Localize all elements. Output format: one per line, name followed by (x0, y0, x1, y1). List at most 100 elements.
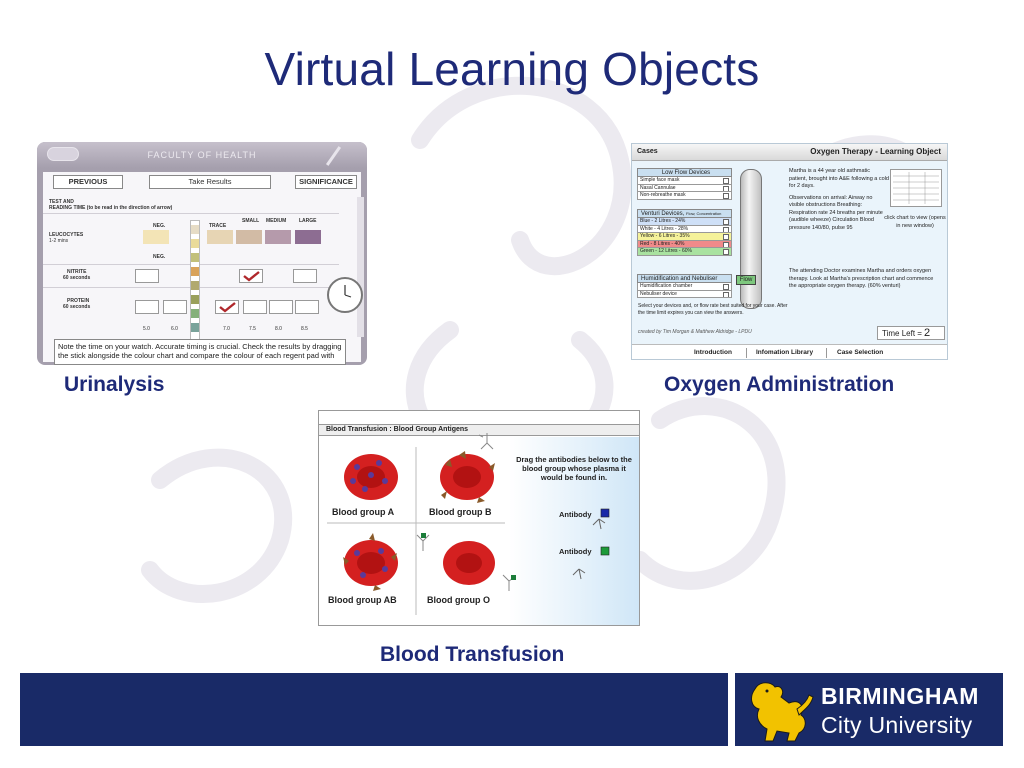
case-scenario: Martha is a 44 year old asthmatic patien… (789, 168, 889, 236)
venturi-option-white[interactable]: White - 4 Litres - 28% (637, 225, 732, 233)
protein-result-box[interactable] (269, 300, 293, 314)
venturi-title: Venturi Devices, Flow, Concentration (637, 209, 732, 218)
nav-introduction[interactable]: Introduction (694, 349, 732, 356)
label-blood-group-a: Blood group A (332, 507, 395, 517)
antibody-panel (509, 437, 639, 625)
antibody-marker-icon (421, 533, 426, 538)
reagent-pad (191, 239, 199, 248)
scrollbar[interactable] (357, 197, 364, 337)
antibody-anti-a-icon (572, 546, 610, 580)
leucocyte-swatch (143, 230, 169, 244)
antibody-anti-b-icon (592, 508, 610, 530)
level-small: SMALL (242, 218, 260, 224)
credit-text: created by Tim Morgan & Matthew Aldridge… (638, 329, 752, 335)
label-blood-group-ab: Blood group AB (328, 595, 397, 605)
leucocytes-time: 1-2 mins (49, 238, 69, 244)
blood-diagram (327, 433, 610, 615)
leucocyte-swatch (295, 230, 321, 244)
device-option[interactable]: Non-rebreathe mask (637, 192, 732, 200)
urinalysis-screenshot: FACULTY OF HEALTH PREVIOUS Take Results … (37, 142, 367, 365)
ph-value: 6.0 (171, 326, 178, 332)
antibody-label: Antibody (559, 547, 592, 556)
venturi-devices: Venturi Devices, Flow, Concentration Blu… (637, 209, 732, 256)
oxygen-nav: Introduction Infomation Library Case Sel… (632, 344, 947, 359)
time-left: Time Left =2 (877, 326, 945, 340)
time-left-label: Time Left = (882, 329, 922, 338)
ph-value: 5.0 (143, 326, 150, 332)
protein-result-box[interactable] (215, 300, 239, 314)
nav-information-library[interactable]: Infomation Library (756, 349, 814, 356)
ph-value: 7.5 (249, 326, 256, 332)
reading-time-heading: READING TIME (to be read in the directio… (49, 205, 173, 211)
reagent-pad (191, 295, 199, 304)
lion-logo-icon (751, 682, 814, 742)
urinalysis-header: FACULTY OF HEALTH (37, 142, 367, 168)
venturi-option-blue[interactable]: Blue - 2 Litres - 24% (637, 218, 732, 226)
label-blood-group-o: Blood group O (427, 595, 490, 605)
device-option[interactable]: Nebuliser device (637, 290, 732, 298)
nav-separator (826, 348, 827, 358)
nav-separator (746, 348, 747, 358)
caption-oxygen: Oxygen Administration (664, 373, 895, 396)
university-name: BIRMINGHAM (821, 683, 980, 709)
scenario-paragraph: The attending Doctor examines Martha and… (789, 268, 934, 289)
flowmeter-icon[interactable] (740, 169, 762, 309)
venturi-option-yellow[interactable]: Yellow - 6 Litres - 35% (637, 233, 732, 241)
leucocyte-swatch (265, 230, 291, 244)
venturi-option-green[interactable]: Green - 12 Litres - 60% (637, 248, 732, 256)
reagent-pad (191, 267, 199, 276)
low-flow-title: Low Flow Devices (637, 168, 732, 177)
test-heading: TEST AND (49, 199, 74, 205)
university-logo-icon (47, 147, 79, 161)
venturi-subtitle: Flow, Concentration (686, 211, 722, 216)
nav-case-selection[interactable]: Case Selection (837, 349, 884, 356)
reagent-pad (191, 253, 199, 262)
antibody-label: Antibody (559, 510, 592, 519)
slide-title: Virtual Learning Objects (264, 43, 760, 95)
nitrite-result-box[interactable] (293, 269, 317, 283)
caption-urinalysis: Urinalysis (64, 373, 165, 396)
leucocyte-swatch (236, 230, 262, 244)
nitrite-time: 60 seconds (63, 275, 91, 281)
protein-label: PROTEIN (67, 298, 90, 304)
device-option[interactable]: Simple face mask (637, 177, 732, 185)
oxygen-header: Cases Oxygen Therapy - Learning Object (632, 144, 947, 161)
red-blood-cell-o-icon (443, 541, 495, 585)
reagent-pad (191, 225, 199, 234)
device-option[interactable]: Nasal Cannulae (637, 184, 732, 192)
nitrite-result-box[interactable] (135, 269, 159, 283)
label-blood-group-b: Blood group B (429, 507, 492, 517)
level-medium: MEDIUM (266, 218, 287, 224)
device-option[interactable]: Humidification chamber (637, 283, 732, 291)
university-brand: BIRMINGHAM City University (735, 673, 1003, 746)
red-blood-cell-ab-icon (343, 533, 398, 591)
protein-result-box[interactable] (243, 300, 267, 314)
reagent-pad (191, 281, 199, 290)
previous-button[interactable]: PREVIOUS (53, 175, 123, 189)
blood-transfusion-screenshot: Blood Transfusion : Blood Group Antigens (318, 410, 640, 626)
protein-result-box[interactable] (295, 300, 319, 314)
scenario-paragraph: Martha is a 44 year old asthmatic patien… (789, 168, 889, 189)
level-trace: TRACE (209, 223, 227, 229)
prescription-chart-thumbnail[interactable] (890, 169, 942, 207)
urinalysis-content: PREVIOUS Take Results SIGNIFICANCE TEST … (43, 172, 361, 362)
red-blood-cell-a-icon (344, 454, 398, 500)
significance-button[interactable]: SIGNIFICANCE (295, 175, 357, 189)
checkmark-icon (243, 271, 260, 282)
ph-value: 8.0 (275, 326, 282, 332)
ph-value: 7.0 (223, 326, 230, 332)
venturi-option-red[interactable]: Red - 8 Litres - 40% (637, 240, 732, 248)
humidification-devices: Humidification and Nebuliser Humidificat… (637, 274, 732, 298)
flow-label: Flow (736, 275, 756, 285)
instruction-note: Note the time on your watch. Accurate ti… (54, 339, 346, 365)
protein-result-box[interactable] (163, 300, 187, 314)
timer-clock-icon (327, 277, 363, 313)
reagent-pad (191, 309, 199, 318)
take-results-button[interactable]: Take Results (149, 175, 271, 189)
nitrite-result-box[interactable] (239, 269, 263, 283)
checkmark-icon (219, 302, 236, 313)
leucocyte-swatch (207, 230, 233, 244)
protein-result-box[interactable] (135, 300, 159, 314)
scenario-paragraph: Observations on arrival: Airway no visib… (789, 194, 883, 231)
ph-value: 8.5 (301, 326, 308, 332)
